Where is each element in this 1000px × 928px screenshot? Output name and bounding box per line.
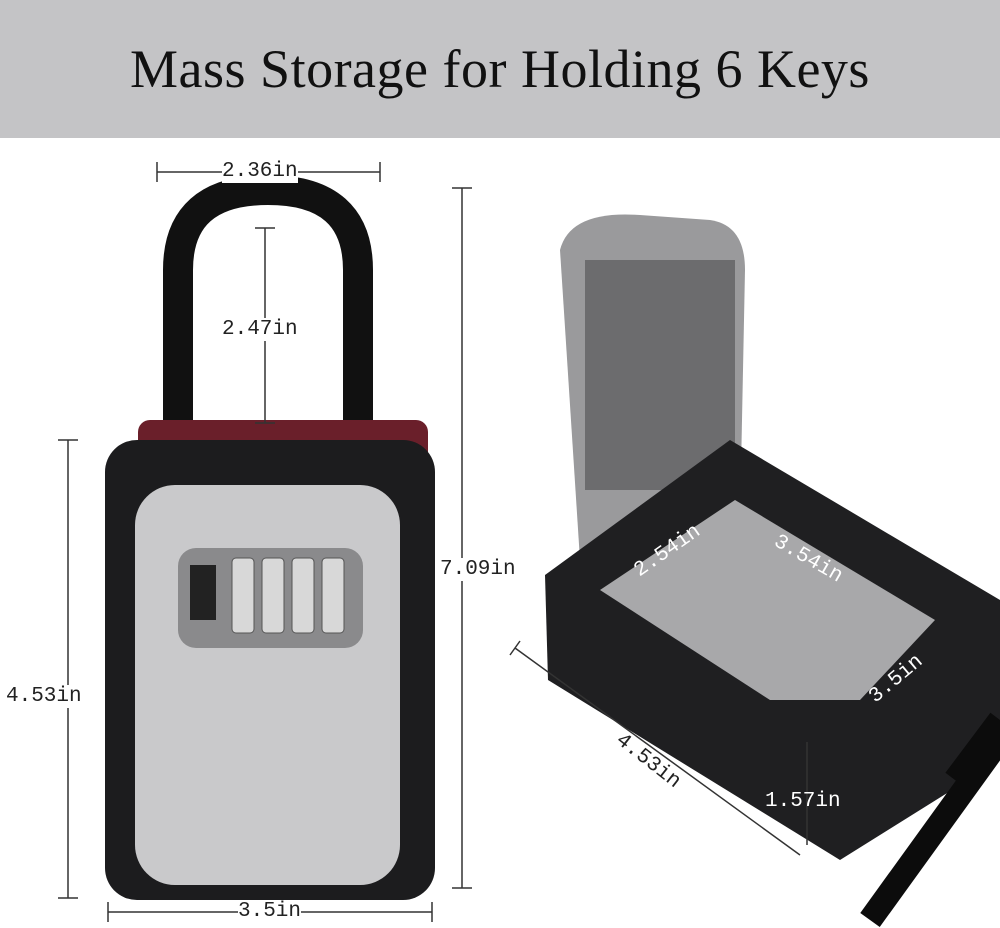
dim-shackle-height: 2.47in: [222, 318, 298, 341]
shackle: [163, 174, 373, 470]
slider-button: [190, 565, 216, 620]
dim-shackle-width: 2.36in: [222, 160, 298, 183]
dim-body-width: 3.5in: [238, 900, 302, 923]
title-banner: Mass Storage for Holding 6 Keys: [0, 0, 1000, 138]
shackle-open: [860, 712, 1000, 928]
dim-body-height: 4.53in: [6, 685, 82, 708]
inner-tray: [600, 500, 935, 700]
combination-dials: [231, 557, 345, 634]
mechanism: [585, 260, 735, 490]
dim-thickness: 1.57in: [765, 790, 841, 813]
dim-total-height: 7.09in: [440, 558, 516, 581]
lockbox-face: [135, 485, 400, 885]
dimension-lines: [58, 162, 808, 922]
banner-title: Mass Storage for Holding 6 Keys: [130, 39, 870, 99]
